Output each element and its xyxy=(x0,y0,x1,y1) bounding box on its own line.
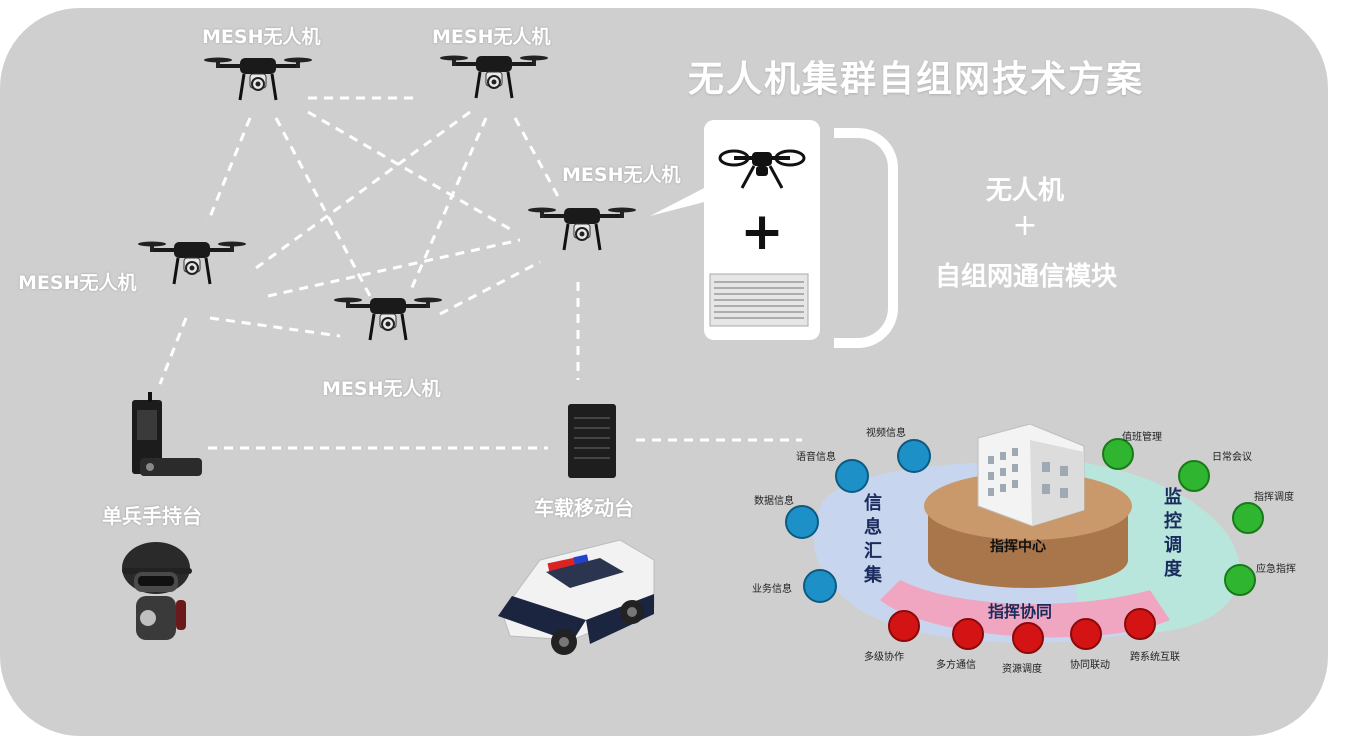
node-label: 语音信息 xyxy=(796,452,836,463)
mesh-links xyxy=(158,96,802,450)
vehicle-label: 车载移动台 xyxy=(534,496,634,520)
command-center-label: 指挥中心 xyxy=(990,539,1046,555)
legend-drone: 无人机 xyxy=(985,176,1064,206)
drone-label-4: MESH无人机 xyxy=(18,272,137,294)
red-nodes xyxy=(888,608,1156,654)
sector-monitor-label: 监 控 调 度 xyxy=(1164,486,1186,582)
handheld-label: 单兵手持台 xyxy=(102,504,202,528)
node-label: 值班管理 xyxy=(1122,432,1162,443)
handheld-radio-icon xyxy=(132,392,202,476)
node-label: 协同联动 xyxy=(1070,660,1110,671)
drone-label-5: MESH无人机 xyxy=(322,378,441,400)
node-label: 日常会议 xyxy=(1212,452,1252,463)
legend-module: 自组网通信模块 xyxy=(934,262,1117,292)
node-label: 业务信息 xyxy=(752,584,792,595)
sector-monitor-char: 监 xyxy=(1164,487,1182,508)
sector-info-char: 集 xyxy=(864,565,882,586)
mesh-drone-1 xyxy=(202,56,314,102)
sector-info-char: 信 xyxy=(864,493,882,514)
sector-monitor-char: 度 xyxy=(1164,559,1182,580)
node-label: 视频信息 xyxy=(866,428,906,439)
legend-plus: + xyxy=(1012,208,1038,243)
comm-module-icon xyxy=(709,273,809,327)
sector-monitor-char: 控 xyxy=(1164,511,1182,532)
sector-info-char: 息 xyxy=(864,517,882,538)
green-nodes xyxy=(1102,438,1264,596)
soldier-avatar-icon xyxy=(122,542,192,640)
mesh-drone-3 xyxy=(526,206,638,252)
sector-command-label: 指挥协同 xyxy=(988,602,1053,621)
blue-nodes xyxy=(785,439,931,603)
drone-label-2: MESH无人机 xyxy=(432,26,551,48)
node-label: 多方通信 xyxy=(936,660,976,671)
building-icon xyxy=(977,423,1085,527)
command-center-hub xyxy=(813,423,1240,643)
sector-info-label: 信 息 汇 集 xyxy=(864,492,886,588)
mesh-drone-2 xyxy=(438,54,550,100)
bracket xyxy=(834,128,898,348)
police-car-icon xyxy=(498,539,655,655)
drone-label-3: MESH无人机 xyxy=(562,164,681,186)
node-label: 应急指挥 xyxy=(1256,564,1296,575)
node-label: 多级协作 xyxy=(864,652,904,663)
diagram-title: 无人机集群自组网技术方案 xyxy=(688,59,1145,100)
sector-info-char: 汇 xyxy=(864,541,882,562)
drone-module-card: + xyxy=(704,120,820,340)
card-plus-sign: + xyxy=(740,202,784,262)
callout-pointer xyxy=(650,184,712,216)
node-label: 资源调度 xyxy=(1002,664,1042,675)
node-label: 指挥调度 xyxy=(1254,492,1294,503)
node-label: 跨系统互联 xyxy=(1130,652,1180,663)
drone-label-1: MESH无人机 xyxy=(202,26,321,48)
sector-monitor-char: 调 xyxy=(1164,535,1182,556)
drone-icon xyxy=(718,149,806,189)
mesh-drone-4 xyxy=(136,240,248,286)
vehicle-station-icon xyxy=(568,404,616,478)
mesh-drone-5 xyxy=(332,296,444,342)
node-label: 数据信息 xyxy=(754,496,794,507)
